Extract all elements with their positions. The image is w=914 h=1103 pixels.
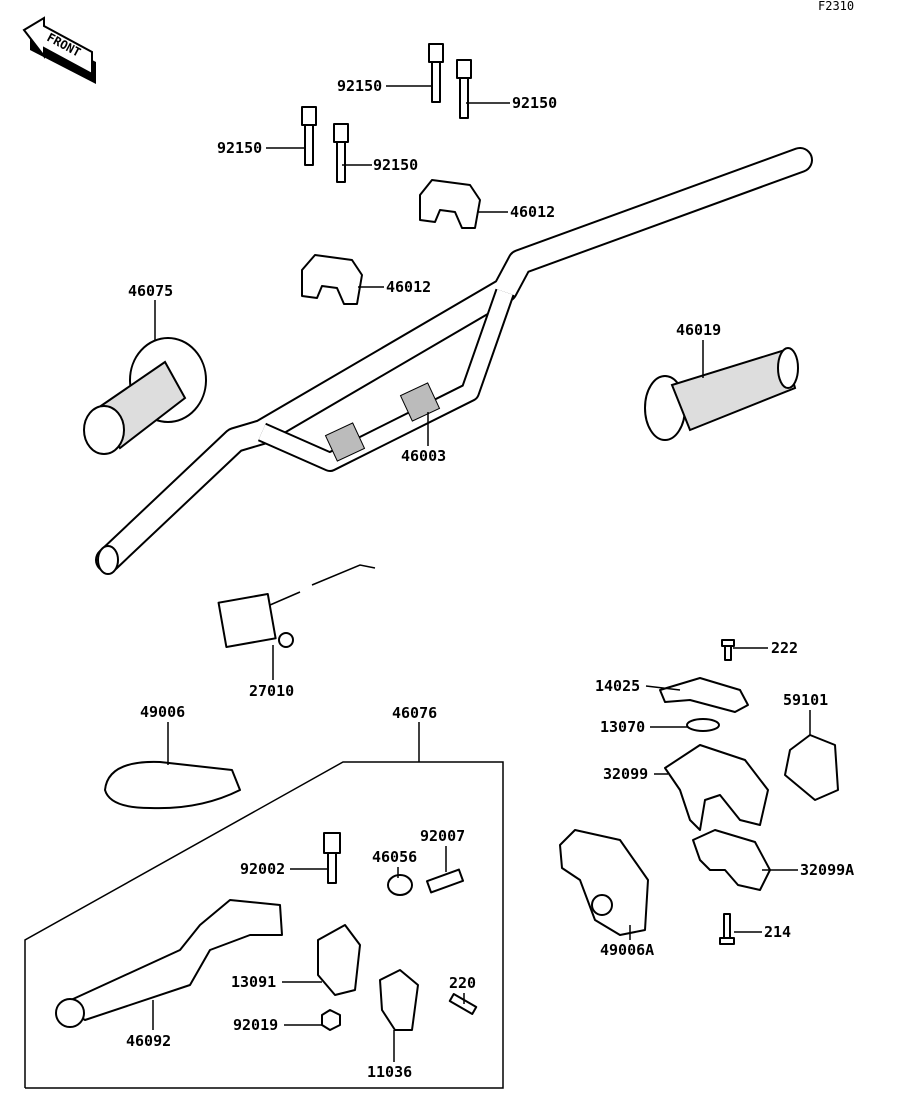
ring-shape	[686, 718, 720, 732]
part-callout-holder-lower: 46012	[358, 278, 431, 296]
part-callout-lever-assy: 46076	[392, 704, 437, 762]
part-callout-part-59101: 59101	[783, 691, 828, 735]
part-number-label: 92002	[240, 860, 285, 878]
part-number-label: 32099	[603, 765, 648, 783]
part-callout-nut-46056: 46056	[372, 848, 417, 878]
part-number-label: 46019	[676, 321, 721, 339]
part-callout-guard: 49006	[140, 703, 185, 765]
part-number-label: 59101	[783, 691, 828, 709]
part-number-label: 92150	[373, 156, 418, 174]
part-number-label: 13070	[600, 718, 645, 736]
part-59101-shape	[784, 734, 839, 801]
part-callout-screw-214: 214	[734, 923, 791, 941]
lever-holder-shape	[317, 924, 361, 996]
part-callout-bolt-92002: 92002	[240, 860, 328, 878]
left-grip-shape	[83, 337, 207, 455]
guard-a-shape	[559, 829, 649, 936]
leader-line	[645, 685, 681, 691]
part-callout-holder-13091: 13091	[231, 973, 322, 991]
part-callout-grip-right: 46019	[676, 321, 721, 378]
part-number-label: 46012	[510, 203, 555, 221]
part-callout-grip-left: 46075	[128, 282, 173, 340]
part-number-label: 46003	[401, 447, 446, 465]
switch-shape	[217, 564, 376, 648]
part-number-label: 14025	[595, 677, 640, 695]
right-grip-shape	[644, 347, 799, 441]
part-callout-nut-92019: 92019	[233, 1016, 322, 1034]
clamp-shape	[379, 969, 419, 1031]
part-callout-cover-14025: 14025	[595, 677, 681, 695]
part-callout-screw-222: 222	[733, 639, 798, 657]
part-number-label: 46092	[126, 1032, 171, 1050]
lever-shape	[59, 899, 283, 1021]
part-callout-clamp-11036: 11036	[367, 1030, 412, 1081]
part-number-label: 222	[771, 639, 798, 657]
part-number-label: 46076	[392, 704, 437, 722]
part-number-label: 214	[764, 923, 791, 941]
part-callout-bolt-d: 92150	[342, 156, 418, 174]
part-number-label: 92150	[217, 139, 262, 157]
assembly-box	[24, 761, 504, 1089]
part-number-label: 92007	[420, 827, 465, 845]
bolt-shapes	[301, 43, 735, 1015]
case-a-shape	[692, 829, 771, 891]
cover-shape	[659, 677, 749, 713]
part-number-label: 49006	[140, 703, 185, 721]
part-number-label: 92019	[233, 1016, 278, 1034]
part-callout-switch: 27010	[249, 645, 294, 700]
part-number-label: 27010	[249, 682, 294, 700]
part-number-label: 220	[449, 974, 476, 992]
adjuster-shape	[425, 868, 465, 894]
handlebar-shape	[95, 147, 813, 575]
part-callout-bolt-b: 92150	[466, 94, 557, 112]
case-shape	[664, 744, 769, 831]
part-number-label: 46012	[386, 278, 431, 296]
upper-holder-shape	[419, 179, 481, 229]
part-callout-case-32099: 32099	[603, 765, 668, 783]
part-number-label: 32099A	[800, 861, 854, 879]
part-number-label: 46075	[128, 282, 173, 300]
diagram-code: F2310	[818, 0, 854, 13]
part-callout-bolt-a: 92150	[337, 77, 432, 95]
adjuster-nut-shape	[387, 874, 413, 896]
part-callout-bolt-c: 92150	[217, 139, 306, 157]
guard-shape	[104, 760, 241, 810]
part-callout-adjuster-92007: 92007	[420, 827, 465, 872]
part-callout-holder-upper: 46012	[478, 203, 555, 221]
part-number-label: 92150	[337, 77, 382, 95]
part-callout-guard-49006a: 49006A	[600, 925, 654, 959]
part-callout-handlebar: 46003	[401, 412, 446, 465]
part-number-label: 46056	[372, 848, 417, 866]
part-number-label: 49006A	[600, 941, 654, 959]
part-callout-lever-46092: 46092	[126, 1000, 171, 1050]
part-callout-screw-220: 220	[449, 974, 476, 1004]
nut-shape	[321, 1009, 341, 1031]
part-number-label: 92150	[512, 94, 557, 112]
part-number-label: 11036	[367, 1063, 412, 1081]
lower-holder-shape	[301, 254, 363, 305]
part-callout-ring-13070: 13070	[600, 718, 688, 736]
part-number-label: 13091	[231, 973, 276, 991]
part-callout-case-32099a: 32099A	[762, 861, 854, 879]
front-arrow-icon: FRONT	[22, 16, 96, 84]
